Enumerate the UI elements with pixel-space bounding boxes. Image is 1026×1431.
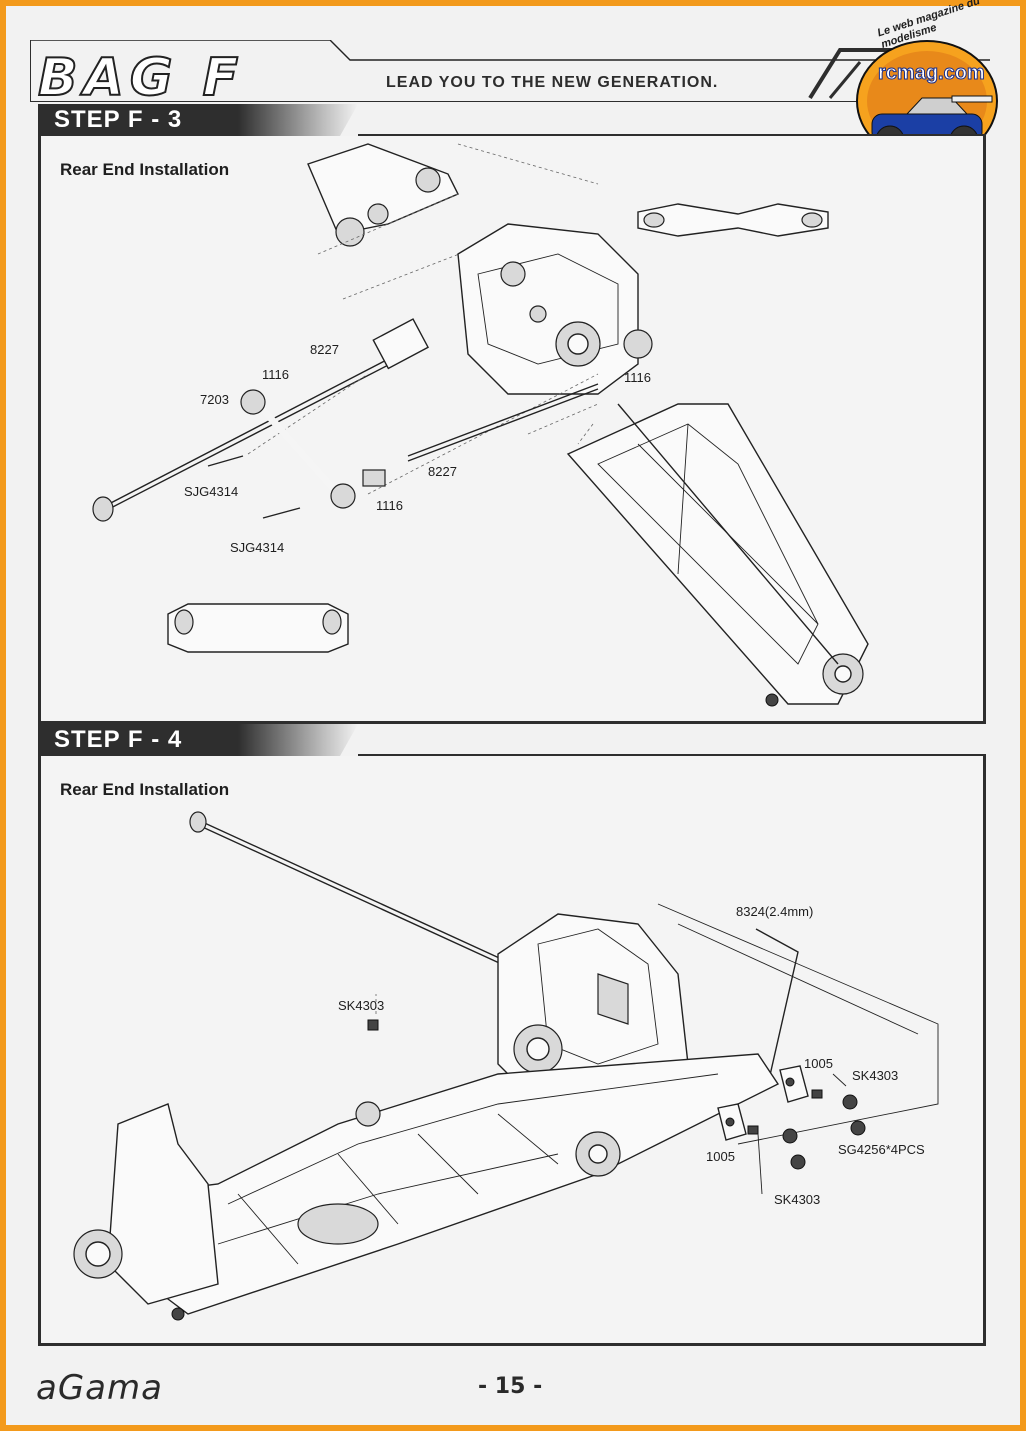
step-f3-diagram — [92, 143, 869, 707]
hub-carrier — [73, 1103, 219, 1321]
label-1116-bottom: 1116 — [376, 498, 403, 513]
label-sjg4314-a: SJG4314 — [184, 484, 239, 499]
label-7203: 7203 — [200, 392, 229, 407]
step-f3-section: STEP F - 3 Rear End Installation — [38, 104, 986, 724]
screw-sjg4314-b — [262, 507, 301, 519]
upper-mount-plate — [637, 203, 829, 237]
bushing-1116 — [362, 469, 386, 487]
agama-brand-logo: aGama — [36, 1368, 163, 1408]
step-f4-diagram — [73, 811, 939, 1321]
setscrew-sk4303-b — [747, 1125, 759, 1135]
lower-arm-assembled — [137, 1053, 780, 1315]
step-f3-title: Rear End Installation — [60, 160, 230, 179]
mount-block-1005-upper — [779, 1065, 809, 1103]
lower-arm-right — [566, 403, 869, 707]
banner-hexpattern — [238, 724, 358, 756]
step-f4-title: Rear End Installation — [60, 780, 230, 799]
step-f4-banner: STEP F - 4 — [38, 724, 238, 756]
label-8324: 8324(2.4mm) — [736, 904, 814, 919]
wire-8324 — [755, 928, 799, 1085]
pin-8227 — [407, 383, 599, 457]
step-f3-banner: STEP F - 3 — [38, 104, 238, 136]
drive-shaft — [189, 811, 509, 968]
page-number: - 15 - — [478, 1374, 543, 1399]
camber-link-7203 — [240, 389, 356, 509]
upper-arm-part — [307, 143, 459, 247]
tagline: LEAD YOU TO THE NEW GENERATION. — [386, 74, 719, 91]
label-1005-lower: 1005 — [706, 1149, 735, 1164]
label-8227-top: 8227 — [310, 342, 339, 357]
label-1005-upper: 1005 — [804, 1056, 833, 1071]
label-1116-left: 1116 — [262, 367, 289, 382]
rear-gearbox — [457, 223, 653, 395]
label-sk4303-left: SK4303 — [338, 998, 385, 1013]
lower-mount-plate — [167, 603, 349, 653]
bag-title: BAG F — [37, 47, 245, 109]
label-1116-right: 1116 — [624, 370, 651, 385]
banner-hexpattern — [238, 104, 358, 136]
drive-shaft-left — [92, 318, 430, 522]
watermark-site: rcmag.com — [878, 62, 986, 85]
label-sg4256: SG4256*4PCS — [838, 1142, 925, 1157]
screws-sg4256 — [782, 1094, 866, 1170]
label-8227-bottom: 8227 — [428, 464, 457, 479]
step-f4-section: STEP F - 4 Rear End Installation — [38, 724, 986, 1346]
mount-block-1005-lower — [717, 1103, 747, 1141]
chassis-rail — [657, 903, 939, 1145]
setscrew-sk4303-c — [367, 1019, 379, 1031]
screw-sjg4314-a — [207, 455, 244, 467]
step-f4-topline — [358, 754, 986, 756]
step-f3-topline — [358, 134, 986, 136]
setscrew-sk4303-a — [811, 1089, 823, 1099]
label-sk4303-bottom: SK4303 — [774, 1192, 821, 1207]
label-sjg4314-b: SJG4314 — [230, 540, 285, 555]
label-sk4303-right: SK4303 — [852, 1068, 899, 1083]
